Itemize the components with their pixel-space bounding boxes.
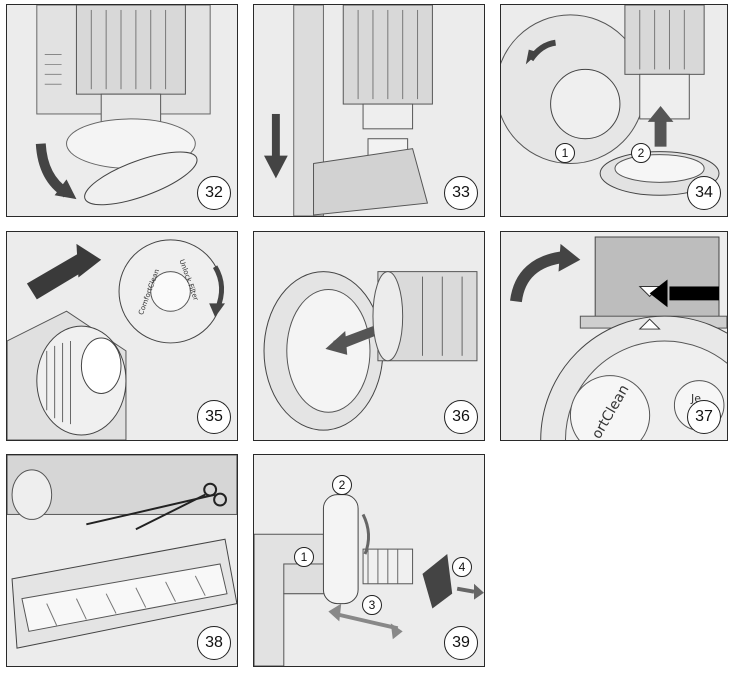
step-number-badge: 36: [444, 400, 478, 434]
step-number-badge: 38: [197, 626, 231, 660]
step-number-badge: 39: [444, 626, 478, 660]
step-number-badge: 33: [444, 176, 478, 210]
panel-36: 36: [253, 231, 485, 441]
panel-35: ComfortClean Unlock Filter 35: [6, 231, 238, 441]
panel-32: 32: [6, 4, 238, 217]
step-marker-2: 2: [631, 143, 651, 163]
panel-38: 38: [6, 454, 238, 667]
step-marker-2: 2: [332, 475, 352, 495]
panel-34: 1 2 34: [500, 4, 728, 217]
panel-37: ortClean Je 37: [500, 231, 728, 441]
step-number-badge: 37: [687, 400, 721, 434]
panel-39: 1 2 3 4 39: [253, 454, 485, 667]
step-marker-3: 3: [362, 595, 382, 615]
step-marker-1: 1: [294, 547, 314, 567]
step-number-badge: 34: [687, 176, 721, 210]
illustration-brushroll-removal: [254, 494, 484, 666]
illustration-bin-lid-open: [35, 5, 211, 206]
step-marker-4: 4: [452, 557, 472, 577]
step-number-badge: 32: [197, 176, 231, 210]
dial-label-unlock: Je: [691, 392, 702, 405]
illustration-brushroll-cut-threads: [7, 455, 237, 649]
step-number-badge: 35: [197, 400, 231, 434]
panel-33: 33: [253, 4, 485, 217]
step-marker-1: 1: [555, 143, 575, 163]
illustration-bin-removal: [263, 5, 433, 216]
illustration-filter-insertion: [263, 271, 478, 431]
illustration-filter-removal: [7, 239, 226, 440]
